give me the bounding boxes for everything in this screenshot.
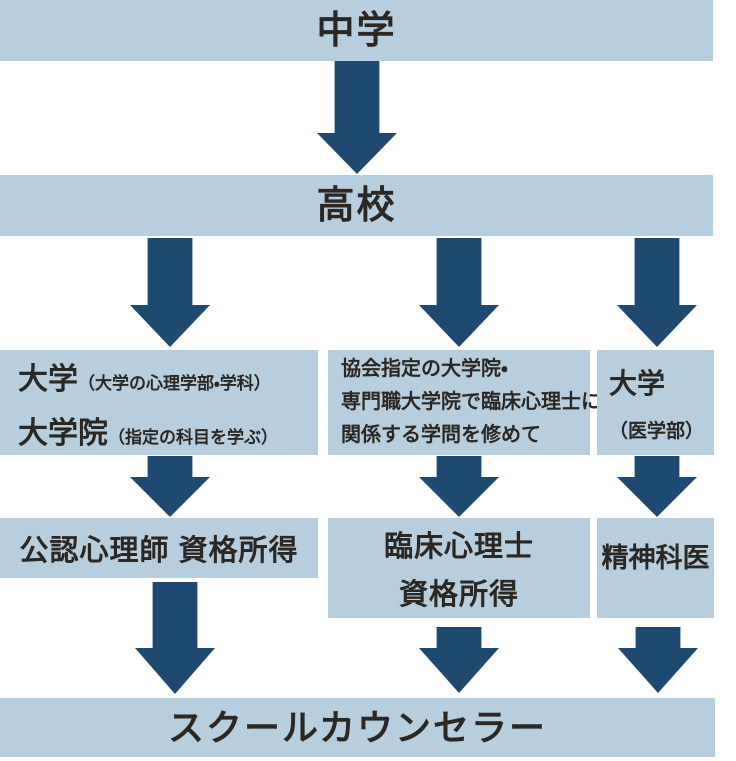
designated-grad-school-line1: 協会指定の大学院・ [341,358,508,380]
clinical-psychologist-line2: 資格所得 [398,579,519,611]
clinical-psychologist-box: 臨床心理士 資格所得 [328,518,590,618]
grad-school-note: （指定の科目を学ぶ） [108,427,278,447]
down-arrow-icon [618,627,698,693]
university-psychology-line2: 大学院（指定の科目を学ぶ） [18,408,318,452]
designated-grad-school-line3: 関係する学問を修めて [341,424,541,446]
psychiatrist-box: 精神科医 [597,518,714,618]
university-psychology-box: 大学（大学の心理学部・学科） 大学院（指定の科目を学ぶ） [0,350,318,455]
university-note: （大学の心理学部・学科） [78,373,271,393]
clinical-psychologist-line1: 臨床心理士 [383,531,534,563]
down-arrow-icon [130,456,210,517]
down-arrow-icon [317,61,397,174]
university-psychology-line1: 大学（大学の心理学部・学科） [18,354,318,398]
certified-psychologist-label: 公認心理師 資格所得 [19,535,299,567]
grad-school-label: 大学院 [18,416,108,450]
high-school-label: 高校 [316,184,397,227]
school-counselor-bar: スクールカウンセラー [0,698,715,757]
designated-grad-school-line2: 専門職大学院で臨床心理士に [341,391,601,413]
down-arrow-icon [617,238,697,347]
down-arrow-icon [135,582,215,694]
university-label: 大学 [18,362,78,396]
designated-grad-school-box: 協会指定の大学院・ 専門職大学院で臨床心理士に 関係する学問を修めて [328,350,601,455]
psychiatrist-label: 精神科医 [601,543,710,573]
medical-school-box: 大学 （医学部） [597,350,714,455]
down-arrow-icon [617,456,697,517]
stage-junior-high-bar: 中学 [0,0,713,61]
down-arrow-icon [419,238,499,347]
medical-faculty-note: （医学部） [609,421,705,442]
down-arrow-icon [419,627,499,693]
down-arrow-icon [130,238,210,347]
stage-high-school-bar: 高校 [0,175,713,236]
school-counselor-label: スクールカウンセラー [168,706,547,748]
junior-high-label: 中学 [316,9,397,52]
medical-university-label: 大学 [609,368,666,399]
down-arrow-icon [419,456,499,517]
certified-psychologist-box: 公認心理師 資格所得 [0,518,318,578]
